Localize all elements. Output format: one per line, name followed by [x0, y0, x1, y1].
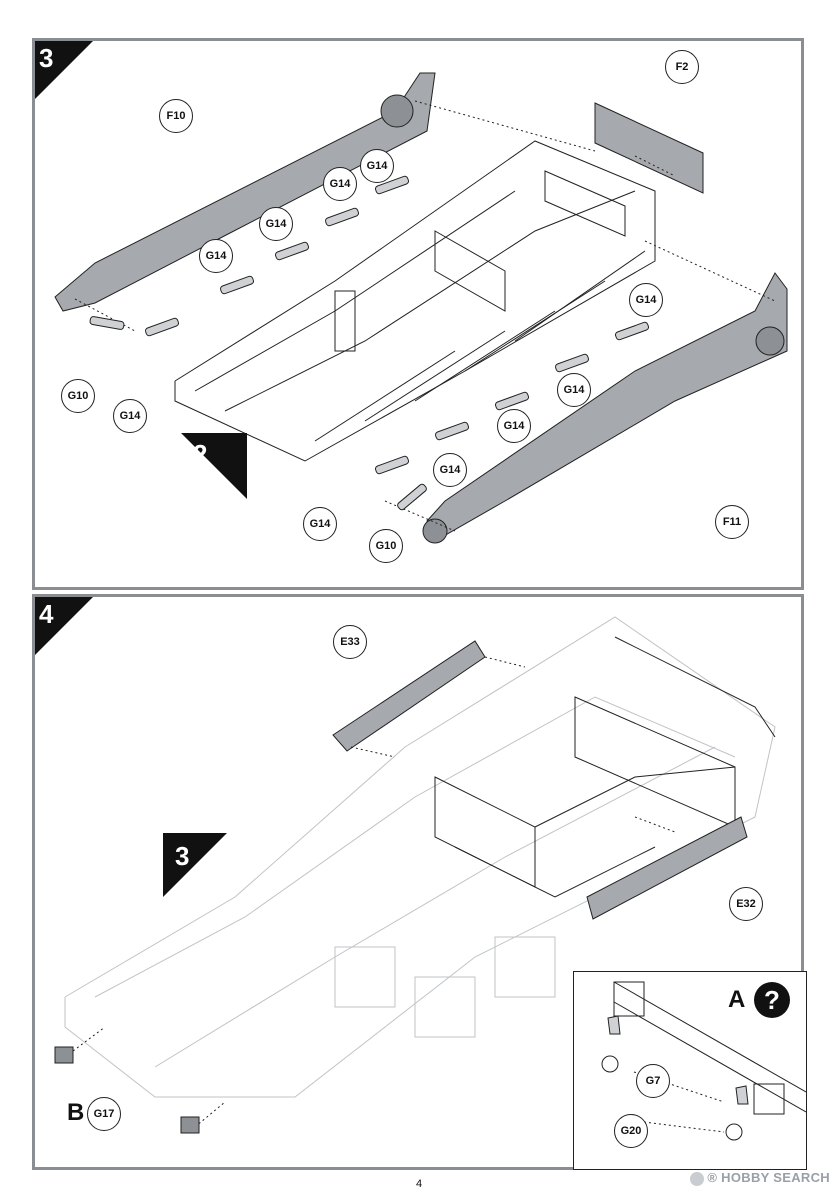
watermark-text: HOBBY SEARCH [721, 1170, 830, 1185]
callout-g10: G10 [61, 379, 95, 413]
callout-f2: F2 [665, 50, 699, 84]
step-3-number: 3 [39, 43, 54, 73]
page-number: 4 [415, 1178, 423, 1190]
part-g7-left [607, 1015, 621, 1035]
part-g17-left [54, 1046, 74, 1064]
callout-g14: G14 [557, 373, 591, 407]
callout-g14: G14 [323, 167, 357, 201]
callout-g14: G14 [199, 239, 233, 273]
callout-g14: G14 [303, 507, 337, 541]
callout-g20: G20 [614, 1114, 648, 1148]
callout-f11: F11 [715, 505, 749, 539]
callout-g14: G14 [360, 149, 394, 183]
letter-b: B [67, 1099, 85, 1126]
part-f10 [54, 72, 436, 312]
part-g20-right [725, 1123, 743, 1141]
callout-g14: G14 [629, 283, 663, 317]
reference-step-2-number: 2 [193, 439, 208, 469]
step-4-number: 4 [39, 599, 54, 629]
part-e32 [586, 816, 748, 920]
callout-g17: G17 [87, 1097, 121, 1131]
reference-step-3-badge [163, 833, 227, 897]
step-4-drawing [54, 616, 776, 1134]
watermark-trademark: ® [707, 1170, 718, 1185]
hobby-search-watermark: ® HOBBY SEARCH [690, 1170, 830, 1186]
callout-f10: F10 [159, 99, 193, 133]
callout-g14: G14 [259, 207, 293, 241]
detail-inset-a: A ? G7 G20 [573, 971, 807, 1170]
part-f11 [426, 272, 788, 542]
step-3-drawing [54, 72, 788, 544]
callout-g14: G14 [433, 453, 467, 487]
callout-e33: E33 [333, 625, 367, 659]
reference-step-2-badge [181, 433, 247, 499]
callout-g10: G10 [369, 529, 403, 563]
reference-step-3-number: 3 [175, 841, 190, 871]
step-3-panel: 3 2 F10 F2 F11 G14 G14 G14 G14 G14 G14 G… [32, 38, 804, 590]
question-mark-icon: ? [754, 982, 790, 1018]
callout-g14: G14 [497, 409, 531, 443]
callout-e32: E32 [729, 887, 763, 921]
part-f2 [594, 102, 704, 194]
step-4-badge [35, 597, 93, 655]
step-4-panel: 4 3 E33 E32 G17 B A ? G7 G20 [32, 594, 807, 1170]
watermark-logo-icon [690, 1171, 705, 1186]
callout-g7: G7 [636, 1064, 670, 1098]
part-g20-left [601, 1055, 619, 1073]
step-3-badge [35, 41, 93, 99]
part-g7-right [735, 1085, 749, 1105]
callout-g14: G14 [113, 399, 147, 433]
inset-letter-a: A [728, 986, 746, 1013]
part-g17-right [180, 1116, 200, 1134]
